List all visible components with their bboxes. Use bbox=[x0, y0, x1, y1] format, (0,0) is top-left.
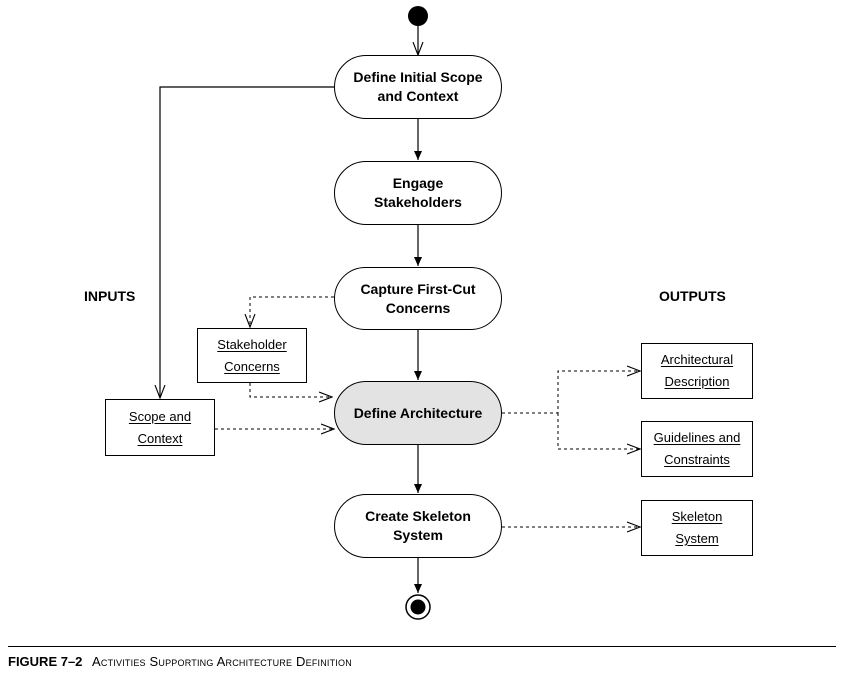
object-architectural-description: Architectural Description bbox=[641, 343, 753, 399]
activity-label-line: Engage bbox=[392, 175, 444, 191]
start-node bbox=[408, 6, 428, 26]
activity-label-line: and Context bbox=[377, 88, 459, 104]
flow-define-to-guidelines bbox=[557, 413, 640, 449]
flow-capture-to-stakeholder-concerns bbox=[250, 296, 334, 327]
object-label-line: Architectural bbox=[660, 352, 734, 367]
activity-engage-stakeholders: Engage Stakeholders bbox=[334, 161, 502, 225]
figure-title: Activities Supporting Architecture Defin… bbox=[92, 654, 352, 669]
activity-capture-concerns: Capture First-Cut Concerns bbox=[334, 267, 502, 330]
activity-label-line: Create Skeleton bbox=[365, 508, 471, 524]
object-label-line: Description bbox=[664, 374, 730, 389]
object-guidelines-and-constraints: Guidelines and Constraints bbox=[641, 421, 753, 477]
end-node bbox=[410, 599, 426, 615]
object-label-line: System bbox=[675, 531, 719, 546]
inputs-label: INPUTS bbox=[84, 288, 136, 304]
outputs-label: OUTPUTS bbox=[659, 288, 726, 304]
object-label-line: Stakeholder bbox=[217, 336, 287, 352]
activity-label-line: Stakeholders bbox=[374, 194, 462, 210]
activity-label-line: Capture First-Cut bbox=[360, 280, 476, 297]
object-stakeholder-concerns: Stakeholder Concerns bbox=[197, 328, 307, 383]
figure-number: FIGURE 7–2 bbox=[8, 654, 83, 669]
activity-label-line: Define Initial Scope bbox=[353, 69, 483, 85]
figure-caption: FIGURE 7–2 Activities Supporting Archite… bbox=[8, 654, 352, 669]
activity-define-architecture: Define Architecture bbox=[334, 381, 502, 445]
flow-stakeholder-concerns-to-define bbox=[249, 383, 332, 397]
object-scope-and-context: Scope and Context bbox=[105, 399, 215, 456]
object-label-line: Guidelines and bbox=[653, 430, 741, 445]
activity-label-line: Concerns bbox=[385, 299, 451, 316]
object-label-line: Concerns bbox=[224, 358, 280, 374]
activity-diagram: Define Initial Scope and Context Engage … bbox=[0, 6, 844, 620]
flow-scope-to-scope-context bbox=[160, 86, 334, 398]
object-skeleton-system: Skeleton System bbox=[641, 500, 753, 556]
activity-define-initial-scope: Define Initial Scope and Context bbox=[334, 55, 502, 119]
activity-create-skeleton: Create Skeleton System bbox=[334, 494, 502, 558]
object-label-line: Skeleton bbox=[671, 509, 723, 524]
object-label-line: Constraints bbox=[664, 452, 730, 467]
diagram-connectors bbox=[0, 6, 844, 620]
caption-divider bbox=[8, 646, 836, 647]
activity-label-line: System bbox=[393, 527, 443, 543]
object-label-line: Scope and bbox=[128, 408, 192, 424]
object-label-line: Context bbox=[137, 430, 183, 446]
activity-label-line: Define Architecture bbox=[353, 404, 483, 421]
flow-define-to-arch-description bbox=[502, 371, 640, 414]
